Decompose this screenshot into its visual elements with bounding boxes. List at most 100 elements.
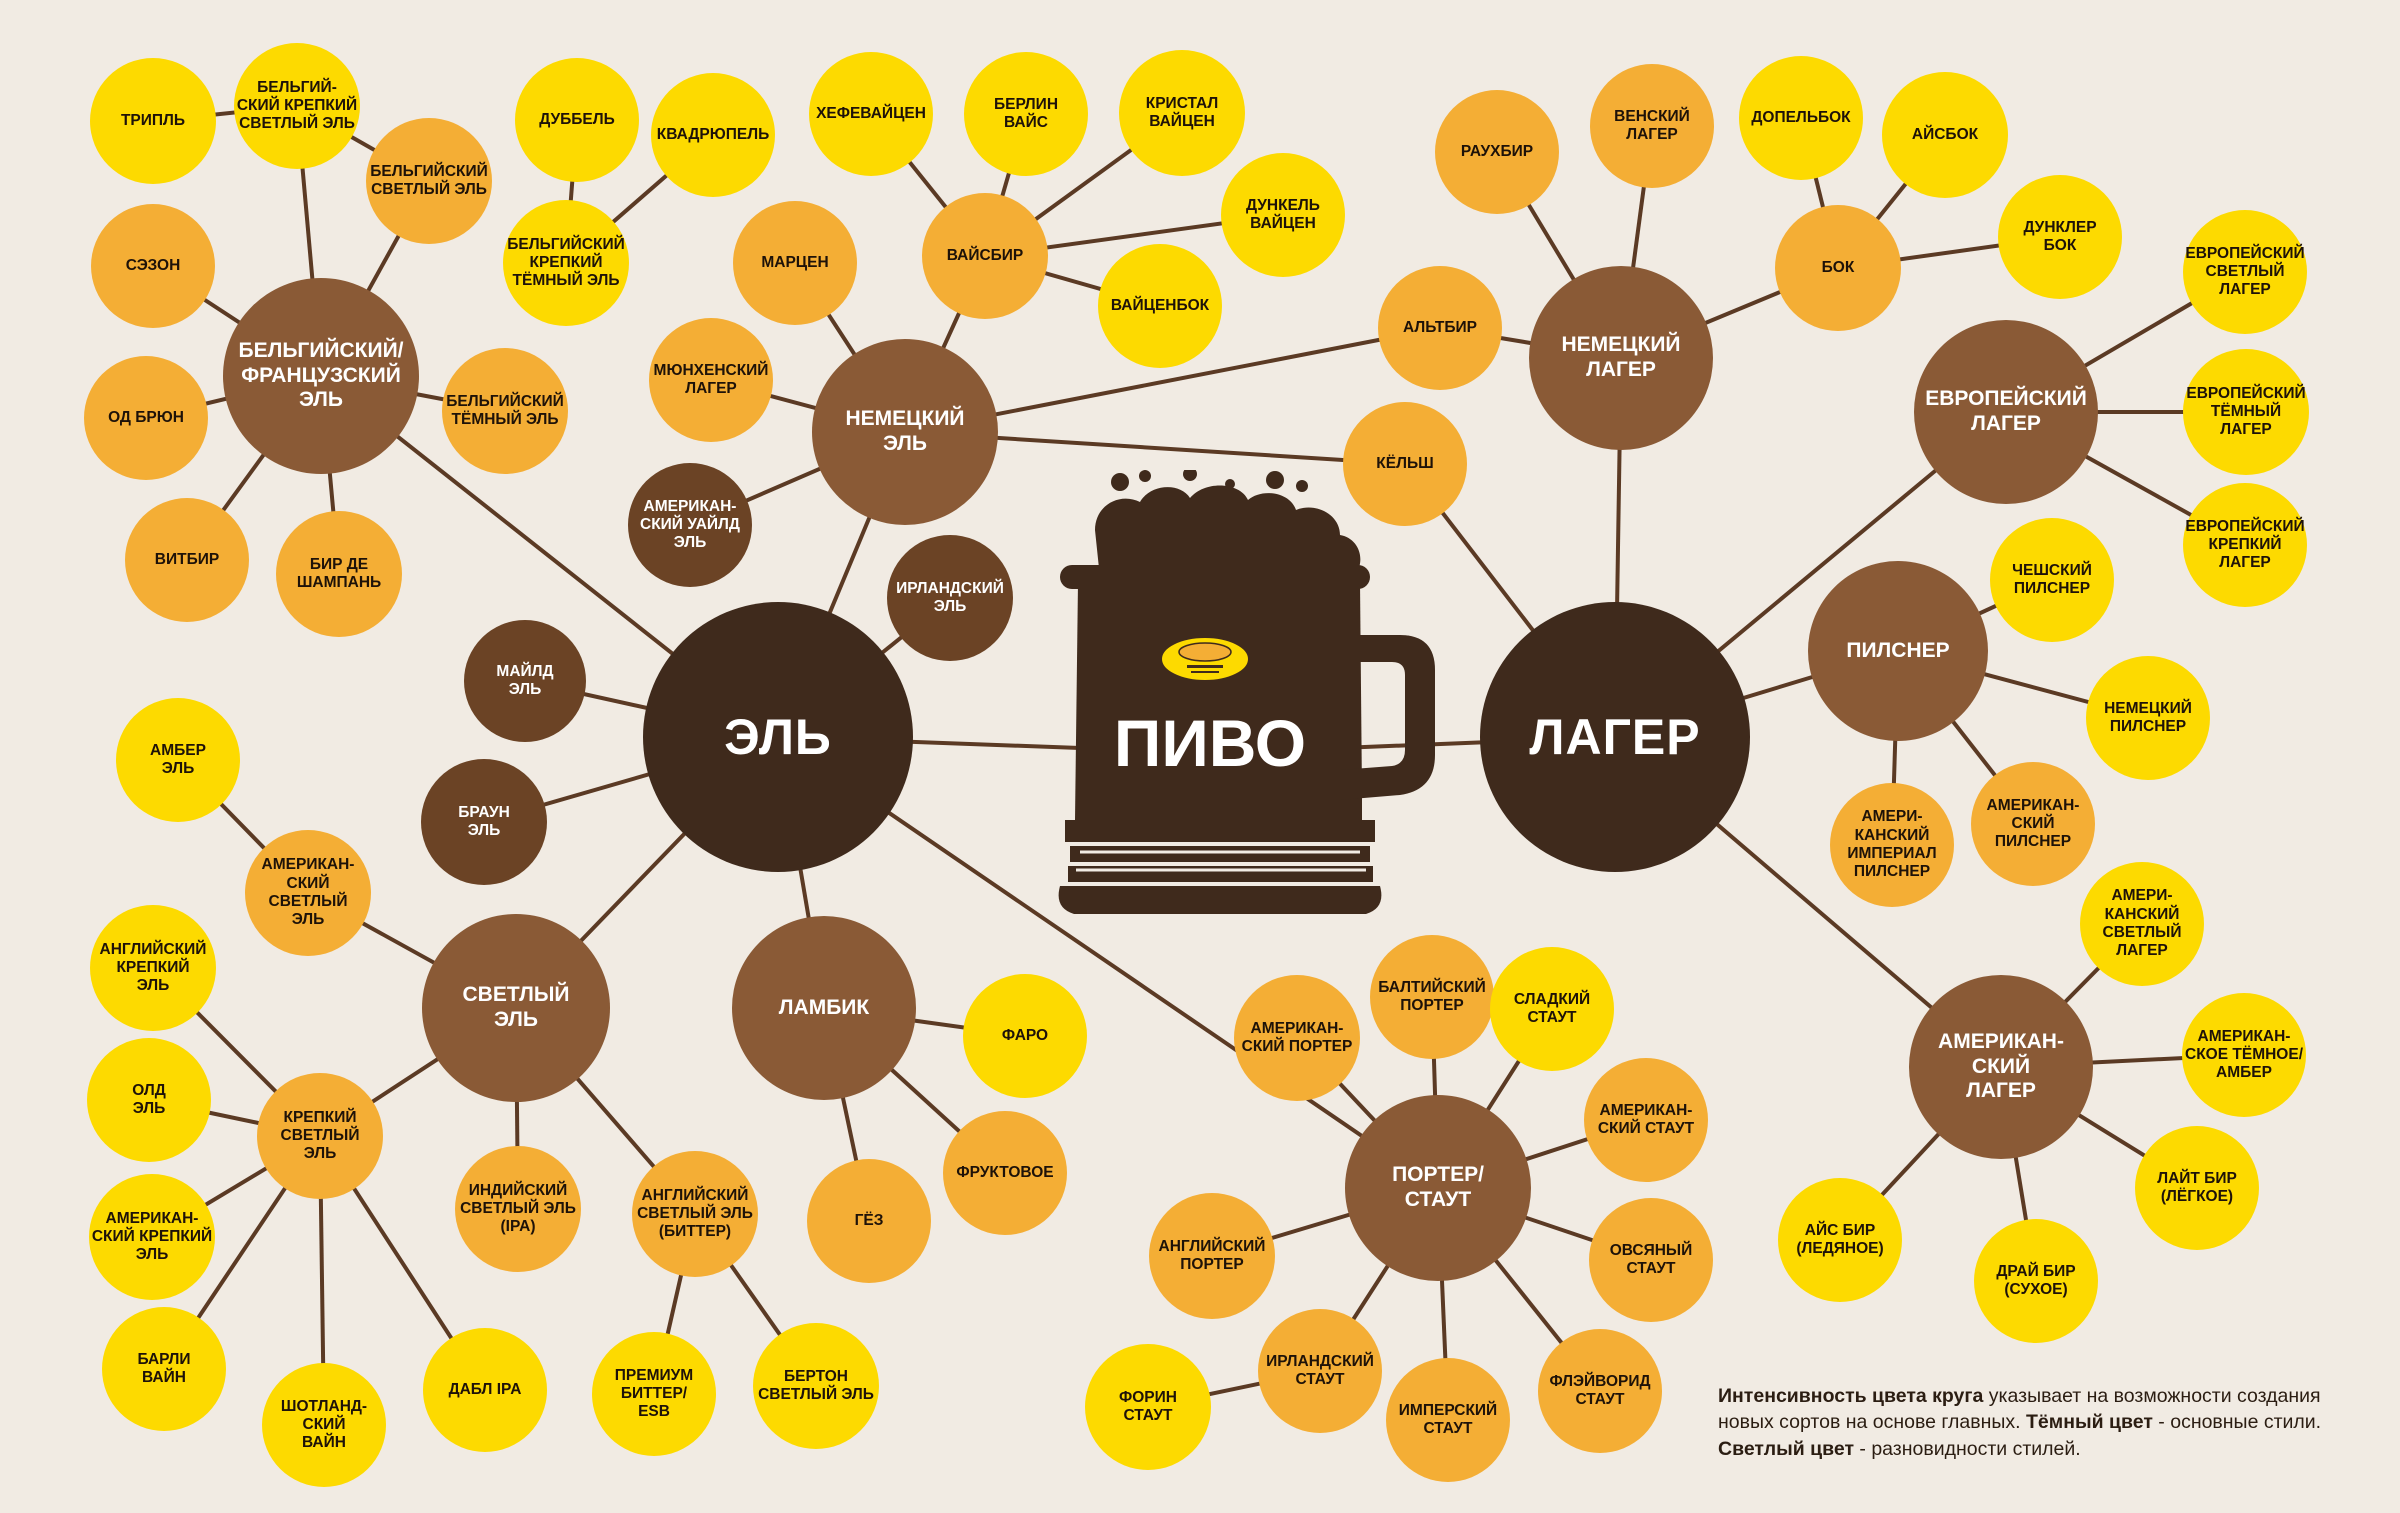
node-ale: ЭЛЬ [643,602,913,872]
node-english-porter: АНГЛИЙСКИЙ ПОРТЕР [1149,1193,1275,1319]
node-label: ДУББЕЛЬ [539,110,615,128]
beer-mug-illustration [1058,470,1435,914]
node-german-pilsner: НЕМЕЦКИЙ ПИЛСНЕР [2086,656,2210,780]
node-dry-beer: ДРАЙ БИР (СУХОЕ) [1974,1219,2098,1343]
node-english-pale-bitter: АНГЛИЙСКИЙ СВЕТЛЫЙ ЭЛЬ (БИТТЕР) [632,1151,758,1277]
node-american-wild-ale: АМЕРИКАН- СКИЙ УАЙЛД ЭЛЬ [628,463,752,587]
node-vienna-lager: ВЕНСКИЙ ЛАГЕР [1590,64,1714,188]
node-label: СВЕТЛЫЙ ЭЛЬ [462,983,570,1031]
node-label: БАРЛИ ВАЙН [137,1350,191,1386]
node-saison: СЭЗОН [91,204,215,328]
node-label: ТРИПЛЬ [120,111,186,129]
node-oud-bruin: ОД БРЮН [84,356,208,480]
node-label: ОЛД ЭЛЬ [132,1081,166,1117]
legend-bold-2: Тёмный цвет [2026,1411,2153,1434]
node-label: ДУНКЕЛЬ ВАЙЦЕН [1246,196,1320,232]
node-label: БОК [1821,258,1855,276]
node-label: ИНДИЙСКИЙ СВЕТЛЫЙ ЭЛЬ (IPA) [460,1181,576,1236]
node-label: АМЕРИ- КАНСКИЙ ИМПЕРИАЛ ПИЛСНЕР [1847,808,1937,881]
node-label: АМБЕР ЭЛЬ [150,741,206,777]
node-american-imperial-pilsner: АМЕРИ- КАНСКИЙ ИМПЕРИАЛ ПИЛСНЕР [1830,783,1954,907]
node-pilsner: ПИЛСНЕР [1808,561,1988,741]
node-label: АМЕРИКАН- СКОЕ ТЁМНОЕ/ АМБЕР [2185,1027,2303,1082]
node-label: АМЕРИКАН- СКИЙ ЛАГЕР [1938,1029,2064,1103]
node-altbier: АЛЬТБИР [1378,266,1502,390]
node-bock: БОК [1775,205,1901,331]
node-lambic: ЛАМБИК [732,916,916,1100]
node-american-strong-ale: АМЕРИКАН- СКИЙ КРЕПКИЙ ЭЛЬ [89,1174,215,1300]
node-label: ДРАЙ БИР (СУХОЕ) [1996,1262,2076,1298]
node-american-pale-lager: АМЕРИ- КАНСКИЙ СВЕТЛЫЙ ЛАГЕР [2080,862,2204,986]
node-label: ЭЛЬ [724,708,832,765]
node-ice-beer: АЙС БИР (ЛЕДЯНОЕ) [1778,1178,1902,1302]
node-label: ЕВРОПЕЙСКИЙ СВЕТЛЫЙ ЛАГЕР [2185,244,2305,299]
center-title: ПИВО [1113,706,1307,780]
legend-text-2: - основные стили. [2152,1411,2322,1434]
brand-logo [1160,636,1250,682]
node-label: ДУНКЛЕР БОК [2023,218,2097,254]
node-label: АМЕРИКАН- СКИЙ СТАУТ [1597,1101,1695,1137]
node-burton-pale-ale: БЕРТОН СВЕТЛЫЙ ЭЛЬ [753,1323,879,1449]
node-label: ЛАЙТ БИР (ЛЁГКОЕ) [2157,1169,2237,1205]
node-label: АМЕРИКАН- СКИЙ ПОРТЕР [1241,1019,1353,1055]
node-english-strong-ale: АНГЛИЙСКИЙ КРЕПКИЙ ЭЛЬ [90,905,216,1031]
node-eisbock: АЙСБОК [1882,72,2008,198]
node-label: ДОПЕЛЬБОК [1751,108,1851,126]
node-faro: ФАРО [963,974,1087,1098]
node-label: НЕМЕЦКИЙ ПИЛСНЕР [2104,699,2192,735]
node-label: ПОРТЕР/ СТАУТ [1392,1163,1484,1211]
node-witbier: ВИТБИР [125,498,249,622]
node-hefeweizen: ХЕФЕВАЙЦЕН [809,52,933,176]
node-label: БЕРЛИН ВАЙС [993,95,1059,131]
node-label: ЕВРОПЕЙСКИЙ ТЁМНЫЙ ЛАГЕР [2186,384,2306,439]
node-label: ШОТЛАНД- СКИЙ ВАЙН [280,1397,368,1452]
node-label: АМЕРИКАН- СКИЙ УАЙЛД ЭЛЬ [640,497,740,552]
node-label: МЮНХЕНСКИЙ ЛАГЕР [653,361,769,397]
node-label: КВАДРЮПЕЛЬ [656,125,770,143]
node-biere-de-champagne: БИР ДЕ ШАМПАНЬ [276,511,402,637]
node-label: ВИТБИР [154,550,220,568]
node-label: АНГЛИЙСКИЙ СВЕТЛЫЙ ЭЛЬ (БИТТЕР) [637,1186,753,1241]
node-label: АЛЬТБИР [1403,318,1477,336]
node-belgian-dark-ale: БЕЛЬГИЙСКИЙ ТЁМНЫЙ ЭЛЬ [442,348,568,474]
node-label: КРИСТАЛ ВАЙЦЕН [1145,94,1219,130]
node-koelsch: КЁЛЬШ [1343,402,1467,526]
node-berliner-weisse: БЕРЛИН ВАЙС [964,52,1088,176]
node-barley-wine: БАРЛИ ВАЙН [102,1307,226,1431]
node-oatmeal-stout: ОВСЯНЫЙ СТАУТ [1589,1198,1713,1322]
node-label: ВЕНСКИЙ ЛАГЕР [1614,107,1690,143]
node-label: АМЕРИКАН- СКИЙ СВЕТЛЫЙ ЭЛЬ [261,856,355,929]
node-ipa: ИНДИЙСКИЙ СВЕТЛЫЙ ЭЛЬ (IPA) [455,1146,581,1272]
node-label: ПИЛСНЕР [1846,638,1950,662]
node-german-ale: НЕМЕЦКИЙ ЭЛЬ [812,339,998,525]
node-lager: ЛАГЕР [1480,602,1750,872]
node-label: АНГЛИЙСКИЙ ПОРТЕР [1158,1237,1266,1273]
node-baltic-porter: БАЛТИЙСКИЙ ПОРТЕР [1370,935,1494,1059]
node-label: ОВСЯНЫЙ СТАУТ [1609,1241,1693,1277]
node-american-pilsner: АМЕРИКАН- СКИЙ ПИЛСНЕР [1971,762,2095,886]
node-dubbel: ДУББЕЛЬ [515,58,639,182]
node-label: ФЛЭЙВОРИД СТАУТ [1549,1372,1651,1408]
node-label: БЕЛЬГИЙСКИЙ СВЕТЛЫЙ ЭЛЬ [370,162,488,198]
node-label: КРЕПКИЙ СВЕТЛЫЙ ЭЛЬ [280,1108,360,1163]
node-label: АНГЛИЙСКИЙ КРЕПКИЙ ЭЛЬ [99,940,207,995]
node-irish-ale: ИРЛАНДСКИЙ ЭЛЬ [887,535,1013,661]
node-label: ФРУКТОВОЕ [956,1163,1054,1181]
node-czech-pilsner: ЧЕШСКИЙ ПИЛСНЕР [1990,518,2114,642]
node-label: ФОРИН СТАУТ [1119,1388,1177,1424]
node-label: ЕВРОПЕЙСКИЙ КРЕПКИЙ ЛАГЕР [2185,517,2305,572]
node-belgian-strong-golden: БЕЛЬГИЙ- СКИЙ КРЕПКИЙ СВЕТЛЫЙ ЭЛЬ [234,43,360,169]
node-flavored-stout: ФЛЭЙВОРИД СТАУТ [1538,1329,1662,1453]
node-label: АЙС БИР (ЛЕДЯНОЕ) [1796,1221,1884,1257]
node-munich-lager: МЮНХЕНСКИЙ ЛАГЕР [649,318,773,442]
node-brown-ale: БРАУН ЭЛЬ [421,759,547,885]
node-gueuze: ГЁЗ [807,1159,931,1283]
node-american-lager: АМЕРИКАН- СКИЙ ЛАГЕР [1909,975,2093,1159]
node-label: ИРЛАНДСКИЙ ЭЛЬ [896,579,1004,615]
node-imperial-stout: ИМПЕРСКИЙ СТАУТ [1386,1358,1510,1482]
node-pale-ale: СВЕТЛЫЙ ЭЛЬ [422,914,610,1102]
node-european-lager: ЕВРОПЕЙСКИЙ ЛАГЕР [1914,320,2098,504]
node-label: ВАЙСБИР [946,246,1024,264]
node-irish-stout: ИРЛАНДСКИЙ СТАУТ [1258,1309,1382,1433]
